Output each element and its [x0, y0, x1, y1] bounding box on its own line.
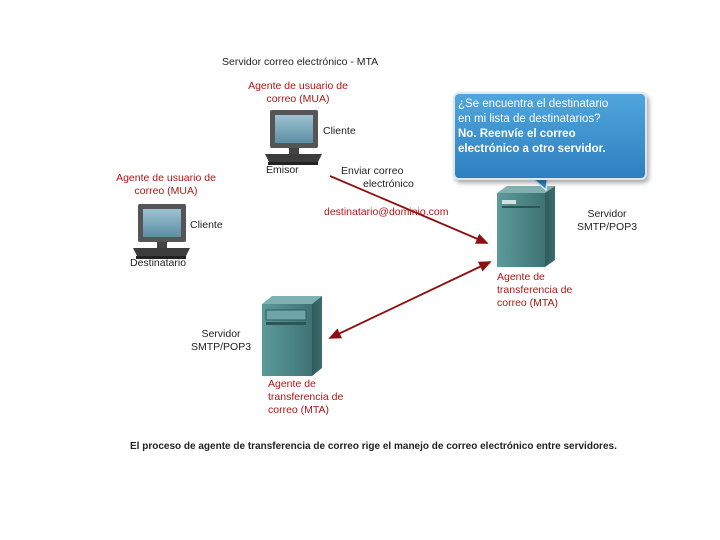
figure-caption: El proceso de agente de transferencia de…	[130, 441, 617, 452]
recipient-client-label: Cliente	[190, 219, 223, 231]
left-server-icon	[262, 296, 322, 376]
callout-text: ¿Se encuentra el destinatario en mi list…	[458, 98, 609, 155]
send-arrow	[329, 175, 489, 244]
right-server-type-label: Servidor SMTP/POP3	[576, 208, 638, 233]
sender-mua-label: Agente de usuario de correo (MUA)	[248, 80, 348, 105]
callout-bubble	[453, 92, 647, 180]
sender-client-label: Cliente	[323, 125, 356, 137]
right-server-icon	[497, 186, 555, 267]
recipient-role-label: Destinatario	[130, 257, 187, 269]
recipient-computer-icon	[133, 204, 190, 259]
sender-computer-icon	[265, 110, 322, 165]
recipient-address: destinatario@dominio.com	[324, 206, 449, 218]
left-server-type-label: Servidor SMTP/POP3	[190, 328, 252, 353]
left-server-mta-label: Agente de transferencia de correo (MTA)	[268, 378, 344, 416]
send-action-label: Enviar correo electrónico	[341, 165, 414, 190]
forward-arrow	[328, 261, 492, 339]
right-server-mta-label: Agente de transferencia de correo (MTA)	[497, 271, 573, 309]
sender-role-label: Emisor	[266, 164, 299, 176]
recipient-mua-label: Agente de usuario de correo (MUA)	[116, 172, 216, 197]
page-title: Servidor correo electrónico - MTA	[222, 56, 379, 68]
